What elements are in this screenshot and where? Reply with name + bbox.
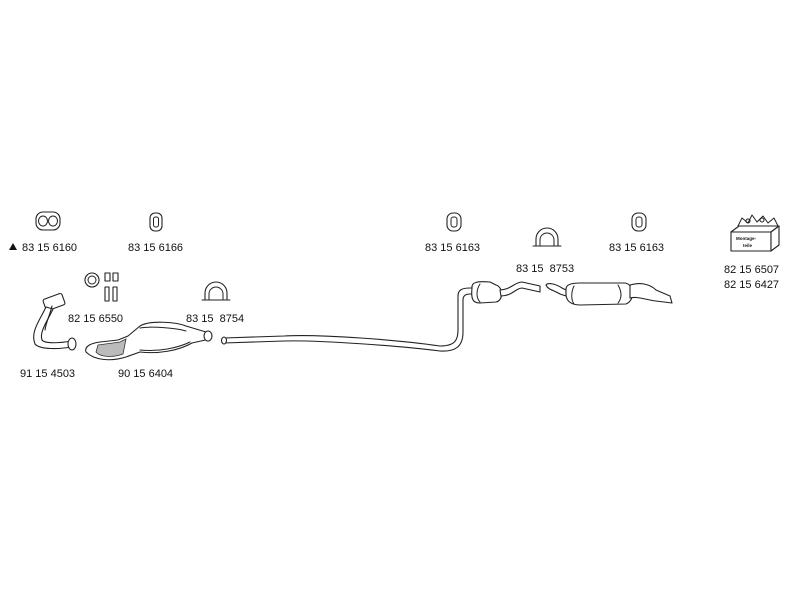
rubber-hanger-icon bbox=[149, 212, 163, 232]
part-number-clamp-front: 83 15 6160 bbox=[22, 242, 77, 254]
seal-ring-icon bbox=[84, 272, 100, 288]
part-number-hanger-1: 83 15 6166 bbox=[128, 242, 183, 254]
center-muffler-icon bbox=[471, 281, 541, 304]
pipe-clamp-icon bbox=[201, 281, 231, 301]
part-number-catalyst: 90 15 6404 bbox=[118, 368, 173, 380]
part-number-kit-2: 82 15 6427 bbox=[724, 279, 779, 291]
marker-triangle-icon bbox=[9, 243, 17, 250]
rear-muffler-icon bbox=[545, 282, 673, 306]
rubber-hanger-icon bbox=[631, 212, 647, 232]
part-number-clamp-rear: 83 15 8753 bbox=[516, 263, 574, 275]
part-number-hanger-2: 83 15 6163 bbox=[425, 242, 480, 254]
kit-box-label-line-1: Montage- bbox=[736, 236, 756, 241]
mounting-kit-box-icon: Montage- teile bbox=[730, 214, 780, 252]
part-number-front-pipe: 91 15 4503 bbox=[20, 368, 75, 380]
part-number-clamp-center: 83 15 8754 bbox=[186, 313, 244, 325]
part-number-kit-1: 82 15 6507 bbox=[724, 264, 779, 276]
bolts-icon bbox=[104, 272, 119, 302]
part-number-hanger-3: 83 15 6163 bbox=[609, 242, 664, 254]
part-number-mount-kit: 82 15 6550 bbox=[68, 313, 123, 325]
intermediate-pipe-icon bbox=[220, 287, 475, 352]
front-pipe-icon bbox=[33, 292, 77, 351]
catalytic-converter-icon bbox=[85, 321, 213, 361]
flange-gasket-icon bbox=[35, 211, 61, 231]
rubber-hanger-icon bbox=[446, 212, 462, 232]
kit-box-label-line-2: teile bbox=[743, 243, 753, 248]
pipe-clamp-icon bbox=[532, 227, 562, 247]
